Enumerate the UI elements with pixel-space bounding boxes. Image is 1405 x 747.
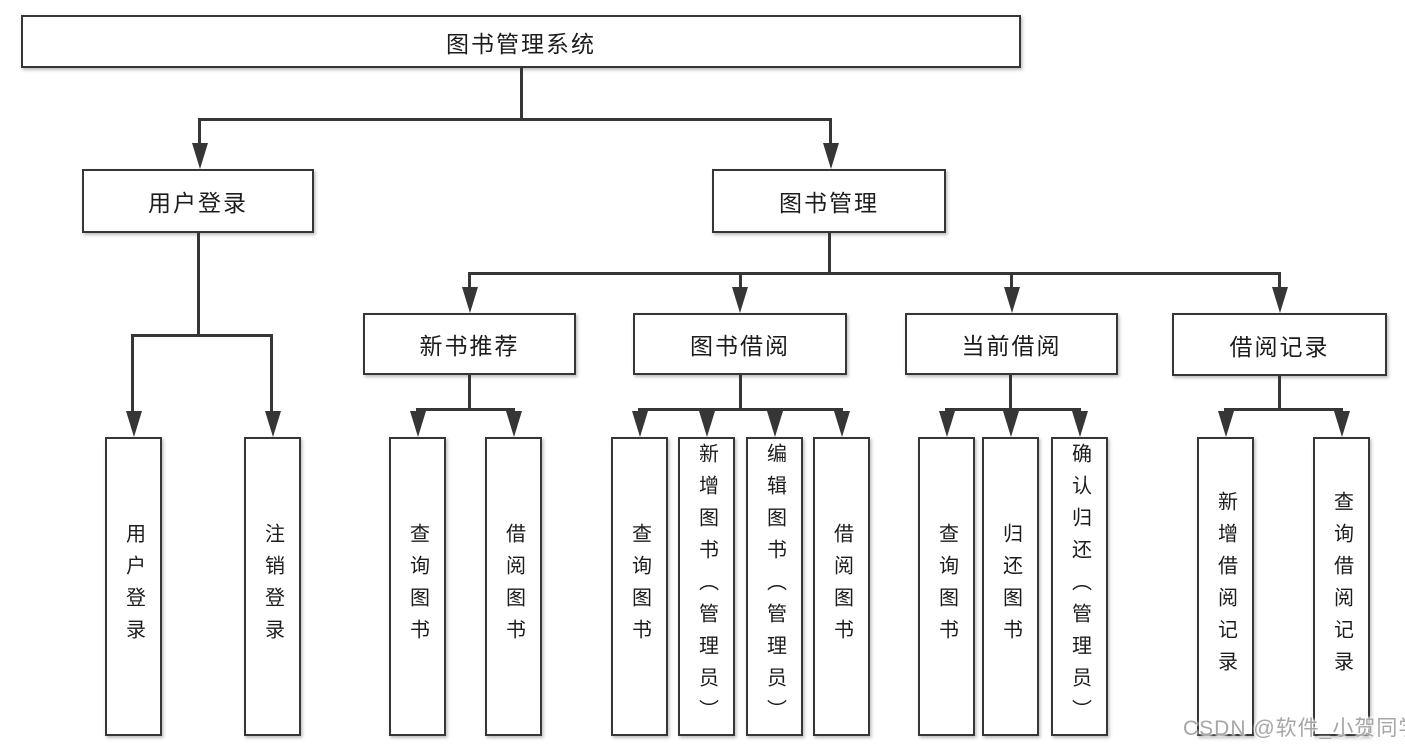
connector-user-login-crossbar [132,334,273,337]
connector-book-borrow-stem [738,375,742,411]
node-book-management-label: 图书管理 [779,190,879,216]
root-node-library-system: 图书管理系统 [21,15,1021,68]
leaf-label: 新增借阅记录 [1214,490,1237,683]
connector-book-management-stem [827,233,831,275]
leaf-borrow-books: 借阅图书 [813,437,870,736]
node-current-borrow: 当前借阅 [905,313,1118,375]
connector-to-new-book [468,272,471,290]
leaf-logout: 注销登录 [244,437,301,736]
node-user-login: 用户登录 [82,169,314,233]
connector-to-leaf-user-login [130,334,134,414]
arrow-down-icon [409,411,426,437]
arrow-down-icon [1217,411,1234,437]
node-book-borrow-label: 图书借阅 [690,333,790,359]
connector-to-current-borrow [1010,272,1013,290]
connector-current-borrow-crossbar [945,408,1081,411]
arrow-down-icon [505,411,522,437]
leaf-label: 查询借阅记录 [1330,490,1353,683]
arrow-down-icon [698,411,715,437]
connector-root-crossbar [198,118,831,121]
leaf-label: 用户登录 [122,522,145,651]
leaf-label: 借阅图书 [502,522,525,651]
arrow-down-icon [461,287,478,313]
arrow-down-icon [822,143,839,169]
leaf-return-books: 归还图书 [982,437,1039,736]
connector-borrow-record-stem [1278,376,1281,411]
leaf-confirm-return-admin: 确认归还（管理员） [1051,437,1108,736]
node-borrow-record-label: 借阅记录 [1229,333,1330,360]
arrow-down-icon [1002,411,1019,437]
arrow-down-icon [264,411,281,437]
leaf-label: 编辑图书（管理员） [763,442,786,731]
leaf-add-borrow-record: 新增借阅记录 [1197,437,1254,736]
connector-root-to-book-management [828,118,832,146]
node-user-login-label: 用户登录 [148,190,248,216]
leaf-add-books-admin: 新增图书（管理员） [678,437,735,736]
leaf-query-books-current: 查询图书 [918,437,975,736]
connector-book-management-crossbar [469,272,1281,275]
node-borrow-record: 借阅记录 [1172,313,1387,376]
arrow-down-icon [766,411,783,437]
node-new-book-recommend: 新书推荐 [363,313,576,375]
connector-user-login-stem [196,233,200,337]
arrow-down-icon [938,411,955,437]
leaf-user-login: 用户登录 [105,437,162,736]
connector-to-borrow-record [1278,272,1281,290]
connector-to-leaf-logout [269,334,273,414]
arrow-down-icon [833,411,850,437]
connector-book-borrow-crossbar [638,408,843,411]
leaf-label: 确认归还（管理员） [1068,442,1091,731]
node-new-book-recommend-label: 新书推荐 [419,333,520,359]
leaf-label: 新增图书（管理员） [695,442,718,731]
arrow-down-icon [1271,287,1288,313]
leaf-query-books-recommend: 查询图书 [389,437,446,736]
leaf-label: 注销登录 [261,522,284,651]
leaf-label: 查询图书 [935,522,958,651]
arrow-down-icon [1071,411,1088,437]
leaf-label: 借阅图书 [830,522,853,651]
root-node-label: 图书管理系统 [446,30,596,57]
leaf-label: 查询图书 [406,522,429,651]
leaf-label: 查询图书 [628,522,651,651]
leaf-query-borrow-record: 查询借阅记录 [1313,437,1370,736]
arrow-down-icon [631,411,648,437]
node-book-borrow: 图书借阅 [633,313,847,375]
arrow-down-icon [125,411,142,437]
arrow-down-icon [732,287,748,313]
arrow-down-icon [1003,287,1020,313]
arrow-down-icon [191,143,208,169]
connector-new-book-stem [468,375,471,411]
leaf-borrow-books-recommend: 借阅图书 [485,437,542,736]
node-current-borrow-label: 当前借阅 [961,333,1062,359]
csdn-watermark: CSDN @软件_小贺同学 [1183,717,1405,740]
connector-root-to-user-login [197,118,201,146]
connector-new-book-crossbar [416,408,515,411]
connector-root-stem [519,68,523,120]
leaf-label: 归还图书 [999,522,1022,651]
arrow-down-icon [1333,411,1350,437]
connector-to-book-borrow [738,272,742,290]
connector-current-borrow-stem [1009,375,1012,411]
connector-borrow-record-crossbar [1224,408,1343,411]
leaf-edit-books-admin: 编辑图书（管理员） [746,437,803,736]
leaf-query-books-borrow: 查询图书 [611,437,668,736]
node-book-management: 图书管理 [712,169,946,233]
